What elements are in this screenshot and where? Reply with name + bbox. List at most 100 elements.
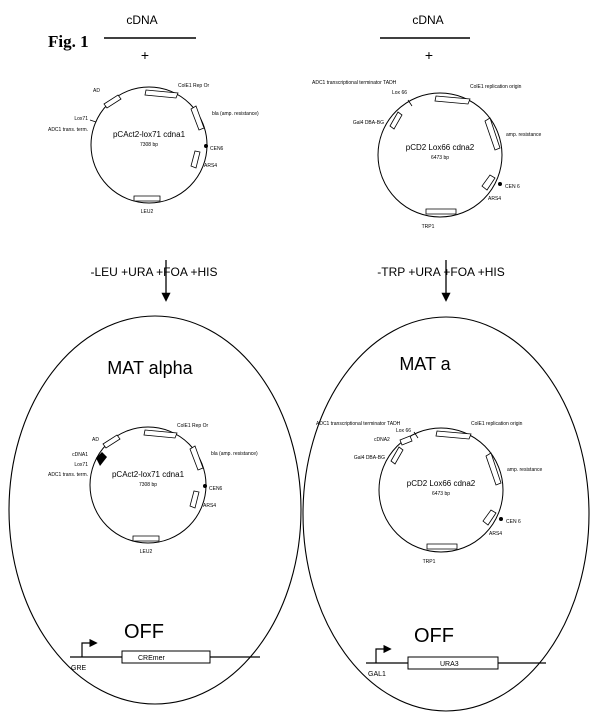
feature-label-cen6: CEN 6 [505, 184, 520, 190]
lox66-tick [413, 431, 419, 439]
feature-arrow-ad [102, 434, 121, 449]
right-column: cDNA + pCD2 Lox66 cdna2 6473 bp ADC1 tra… [302, 13, 590, 712]
right-top-plasmid: pCD2 Lox66 cdna2 6473 bp ADC1 transcript… [312, 80, 542, 230]
feature-label-gal4: Gal4 DBA-BG [353, 120, 384, 126]
feature-label-cole1: ColE1 Rep Or [178, 83, 209, 89]
right-cdna-label: cDNA [412, 13, 443, 27]
reporter-state: OFF [414, 625, 454, 647]
feature-label-bla: bla (amp. resistance) [212, 111, 259, 117]
feature-arrow-trp1 [426, 543, 458, 550]
feature-label-cdna1: cDNA1 [72, 452, 88, 458]
feature-arrow-gal4 [389, 111, 403, 130]
mating-type-label: MAT alpha [107, 358, 193, 378]
mat-alpha-cell-outline [8, 315, 302, 705]
promoter-arrow [81, 638, 98, 657]
feature-arrow-amp [484, 117, 501, 151]
feature-label-adc1: ADC1 trans. term. [48, 472, 88, 478]
reporter-promoter-label: GRE [71, 665, 87, 672]
feature-arrow-cole1 [143, 429, 178, 439]
feature-label-ars4: ARS4 [488, 196, 501, 202]
feature-arrow-cen6 [481, 174, 496, 191]
feature-label-ars4: ARS4 [204, 163, 217, 169]
cen6-dot [499, 517, 503, 521]
plasmid-name: pCD2 Lox66 cdna2 [406, 143, 475, 152]
reporter-state: OFF [124, 621, 164, 643]
right-reporter: OFF URA3 GAL1 [366, 625, 546, 678]
left-cdna-label: cDNA [126, 13, 157, 27]
promoter-arrow [375, 644, 392, 663]
feature-label-ars4: ARS4 [203, 503, 216, 509]
cen6-dot [203, 484, 207, 488]
feature-label-amp: amp. resistance [507, 467, 543, 473]
mating-type-label: MAT a [399, 354, 451, 374]
right-selection-label: -TRP +URA +FOA +HIS [377, 265, 505, 279]
feature-arrow-cen6 [189, 490, 200, 509]
mat-a-cell-outline [302, 316, 590, 712]
cen6-dot [204, 144, 208, 148]
feature-label-adc1: ADC1 transcriptional terminator TADH [312, 80, 397, 86]
feature-arrow-ad [103, 94, 122, 109]
plasmid-ring [378, 427, 504, 553]
feature-label-leu2: LEU2 [141, 209, 154, 215]
reporter-gene-label: CREmer [138, 655, 166, 662]
reporter-gene-box [407, 656, 499, 670]
feature-label-trp1: TRP1 [422, 224, 435, 230]
feature-arrow-cole1 [435, 430, 472, 440]
feature-arrow-cole1 [144, 89, 179, 99]
feature-label-trp1: TRP1 [423, 559, 436, 565]
lox66-tick [407, 99, 413, 107]
left-top-plasmid: pCAct2-lox71 cdna1 7308 bp ColE1 Rep Or … [48, 83, 259, 215]
reporter-promoter-label: GAL1 [368, 671, 386, 678]
feature-arrow-gal4 [390, 446, 404, 465]
feature-label-leu2: LEU2 [140, 549, 153, 555]
feature-label-lox66: Lox 66 [392, 90, 407, 96]
plasmid-size: 7308 bp [140, 142, 158, 148]
plasmid-size: 6473 bp [431, 155, 449, 161]
figure-label: Fig. 1 [48, 32, 89, 51]
feature-label-gal4: Gal4 DBA-BG [354, 455, 385, 461]
feature-label-cen6: CEN6 [209, 486, 223, 492]
feature-label-cole1: ColE1 Rep Or [177, 423, 208, 429]
left-plus-sign: + [141, 47, 149, 63]
feature-label-cen6: CEN 6 [506, 519, 521, 525]
plasmid-ring [377, 92, 503, 218]
plasmid-name: pCAct2-lox71 cdna1 [112, 470, 185, 479]
feature-label-lox66: Lox 66 [396, 428, 411, 434]
right-cell: MAT a pCD2 Lox66 cdna2 6473 bp ADC1 tran… [302, 316, 590, 712]
feature-label-ad: AD [92, 437, 99, 443]
feature-arrow-cen6 [190, 150, 201, 169]
left-cell: MAT alpha pCAct2-lox71 cdna1 7308 bp Col… [8, 315, 302, 705]
feature-arrow-cole1 [434, 95, 471, 105]
left-selection-label: -LEU +URA +FOA +HIS [90, 265, 217, 279]
feature-arrow-leu2 [133, 195, 161, 202]
feature-arrow-trp1 [425, 208, 457, 215]
feature-arrow-leu2 [132, 535, 160, 542]
left-column: cDNA + pCAct2-lox71 cdna1 7308 bp ColE1 … [8, 13, 302, 705]
reporter-gene-box [121, 650, 211, 664]
plasmid-size: 6473 bp [432, 491, 450, 497]
feature-label-cole1: ColE1 replication origin [470, 84, 522, 90]
feature-arrow-bla [190, 105, 205, 131]
feature-label-cdna2: cDNA2 [374, 437, 390, 443]
feature-label-ad: AD [93, 88, 100, 94]
reporter-gene-label: URA3 [440, 661, 459, 668]
feature-label-lox71: Lox71 [74, 116, 88, 122]
feature-label-amp: amp. resistance [506, 132, 542, 138]
plasmid-name: pCAct2-lox71 cdna1 [113, 130, 186, 139]
feature-label-lox71: Lox71 [74, 462, 88, 468]
feature-label-adc1: ADC1 trans. term. [48, 127, 88, 133]
feature-label-cen6: CEN6 [210, 146, 224, 152]
feature-arrow-bla [189, 445, 204, 471]
plasmid-name: pCD2 Lox66 cdna2 [407, 479, 476, 488]
feature-block-cdna1 [96, 452, 107, 466]
feature-label-cole1: ColE1 replication origin [471, 421, 523, 427]
feature-label-ars4: ARS4 [489, 531, 502, 537]
plasmid-size: 7308 bp [139, 482, 157, 488]
cen6-dot [498, 182, 502, 186]
feature-arrow-cdna2 [399, 435, 413, 446]
feature-arrow-amp [485, 452, 502, 486]
left-reporter: OFF CREmer GRE [70, 621, 260, 672]
feature-label-bla: bla (amp. resistance) [211, 451, 258, 457]
feature-arrow-cen6 [482, 509, 497, 526]
